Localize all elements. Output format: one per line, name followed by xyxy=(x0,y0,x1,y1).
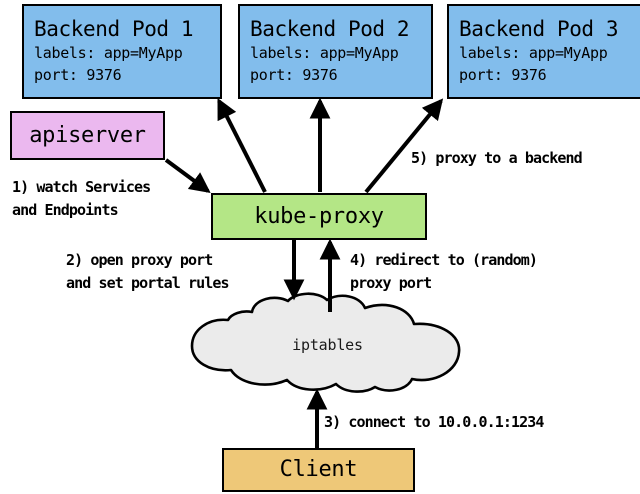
backend-pod-1-box[interactable]: Backend Pod 1 labels: app=MyApp port: 93… xyxy=(22,4,222,99)
backend-pod-2-box[interactable]: Backend Pod 2 labels: app=MyApp port: 93… xyxy=(238,4,433,99)
step-3-label: 3) connect to 10.0.0.1:1234 xyxy=(324,413,544,431)
pod-labels: labels: app=MyApp xyxy=(459,43,608,62)
step-5-label: 5) proxy to a backend xyxy=(411,149,583,167)
apiserver-label: apiserver xyxy=(29,122,146,148)
pod-port: port: 9376 xyxy=(250,65,338,84)
iptables-label: iptables xyxy=(292,336,363,354)
pod-port: port: 9376 xyxy=(34,65,122,84)
step-2-label: 2) open proxy port and set portal rules xyxy=(66,251,230,292)
backend-pod-3-box[interactable]: Backend Pod 3 labels: app=MyApp port: 93… xyxy=(447,4,640,99)
pod-labels: labels: app=MyApp xyxy=(250,43,399,62)
iptables-cloud xyxy=(190,292,461,393)
kube-proxy-label: kube-proxy xyxy=(254,203,384,229)
pod-port: port: 9376 xyxy=(459,65,547,84)
step-4-label: 4) redirect to (random) proxy port xyxy=(350,251,538,292)
pod-title: Backend Pod 2 xyxy=(250,16,410,41)
pod-title: Backend Pod 3 xyxy=(459,16,619,41)
apiserver-box[interactable]: apiserver xyxy=(10,111,165,160)
pod-labels: labels: app=MyApp xyxy=(34,43,183,62)
arrow-kubeproxy-to-pod1 xyxy=(217,98,267,193)
step-1-label: 1) watch Services and Endpoints xyxy=(12,178,151,219)
kube-proxy-box[interactable]: kube-proxy xyxy=(211,193,427,240)
client-label: Client xyxy=(279,457,358,482)
client-box[interactable]: Client xyxy=(222,448,415,492)
pod-title: Backend Pod 1 xyxy=(34,16,194,41)
arrow-kubeproxy-to-pod3 xyxy=(364,98,444,194)
arrow-apiserver-to-kubeproxy xyxy=(164,158,211,193)
